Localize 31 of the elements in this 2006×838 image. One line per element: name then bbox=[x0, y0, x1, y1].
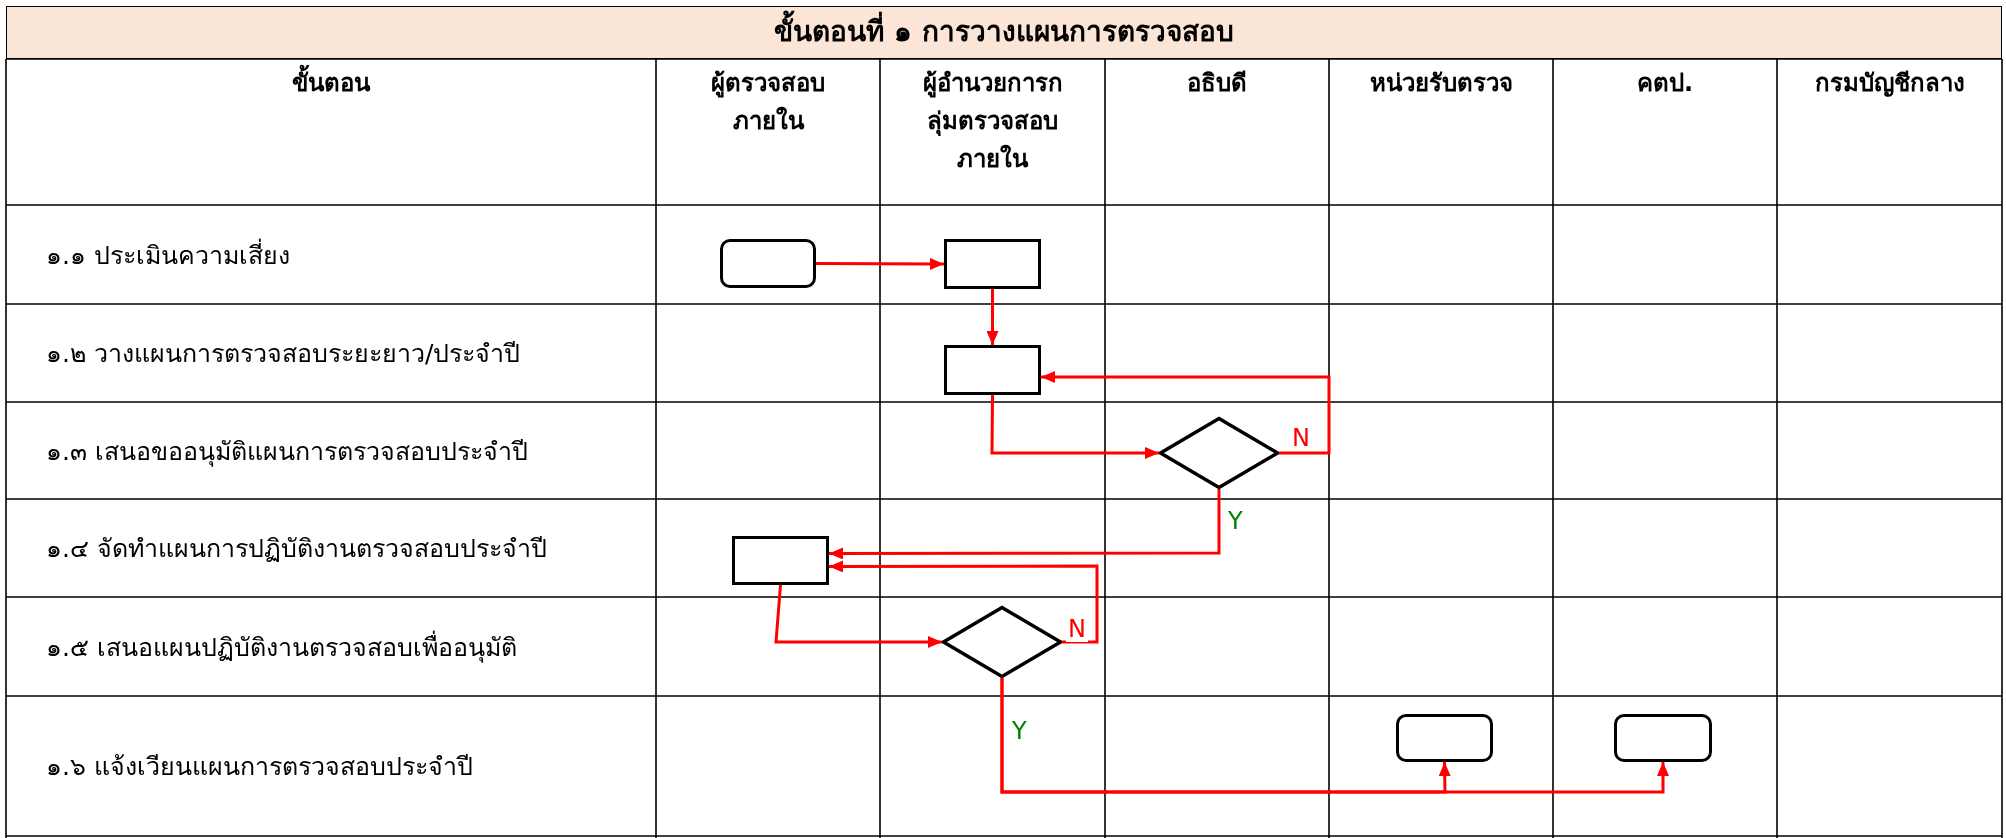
edge-label: N bbox=[1066, 616, 1088, 642]
column-header: อธิบดี bbox=[1186, 68, 1248, 99]
arrow bbox=[1000, 678, 1669, 794]
start-end-box bbox=[1614, 714, 1712, 762]
column-header: ผู้อำนวยการกลุ่มตรวจสอบภายใน bbox=[921, 68, 1064, 175]
arrow bbox=[829, 560, 1099, 644]
decision-diamond bbox=[942, 606, 1062, 678]
step-text: ๑.๒ วางแผนการตรวจสอบระยะยาว/ประจำปี bbox=[45, 338, 522, 370]
step-text: ๑.๑ ประเมินความเสี่ยง bbox=[45, 237, 291, 272]
column-header: กรมบัญชีกลาง bbox=[1813, 68, 1966, 99]
arrow bbox=[990, 395, 1159, 459]
column-header: คตป. bbox=[1635, 68, 1695, 99]
column-header: ผู้ตรวจสอบภายใน bbox=[710, 68, 826, 137]
process-box bbox=[732, 536, 829, 585]
arrow bbox=[986, 289, 999, 345]
step-text: ๑.๖ แจ้งเวียนแผนการตรวจสอบประจำปี bbox=[45, 751, 474, 783]
column-header: ขั้นตอน bbox=[11, 64, 651, 102]
process-box bbox=[944, 239, 1041, 289]
step-text: ๑.๔ จัดทำแผนการปฏิบัติงานตรวจสอบประจำปี bbox=[45, 533, 548, 565]
arrow bbox=[774, 584, 942, 648]
process-box bbox=[944, 345, 1041, 395]
step-text: ๑.๕ เสนอแผนปฏิบัติงานตรวจสอบเพื่ออนุมัติ bbox=[45, 629, 518, 665]
start-end-box bbox=[720, 239, 816, 288]
arrow bbox=[829, 489, 1221, 560]
arrow bbox=[816, 257, 944, 270]
title-banner: ขั้นตอนที่ ๑ การวางแผนการตรวจสอบ bbox=[6, 6, 2002, 59]
step-text: ๑.๓ เสนอขออนุมัติแผนการตรวจสอบประจำปี bbox=[45, 435, 529, 469]
start-end-box bbox=[1396, 714, 1493, 762]
column-header: หน่วยรับตรวจ bbox=[1368, 68, 1514, 99]
arrow bbox=[1041, 371, 1331, 455]
decision-diamond bbox=[1159, 417, 1279, 489]
